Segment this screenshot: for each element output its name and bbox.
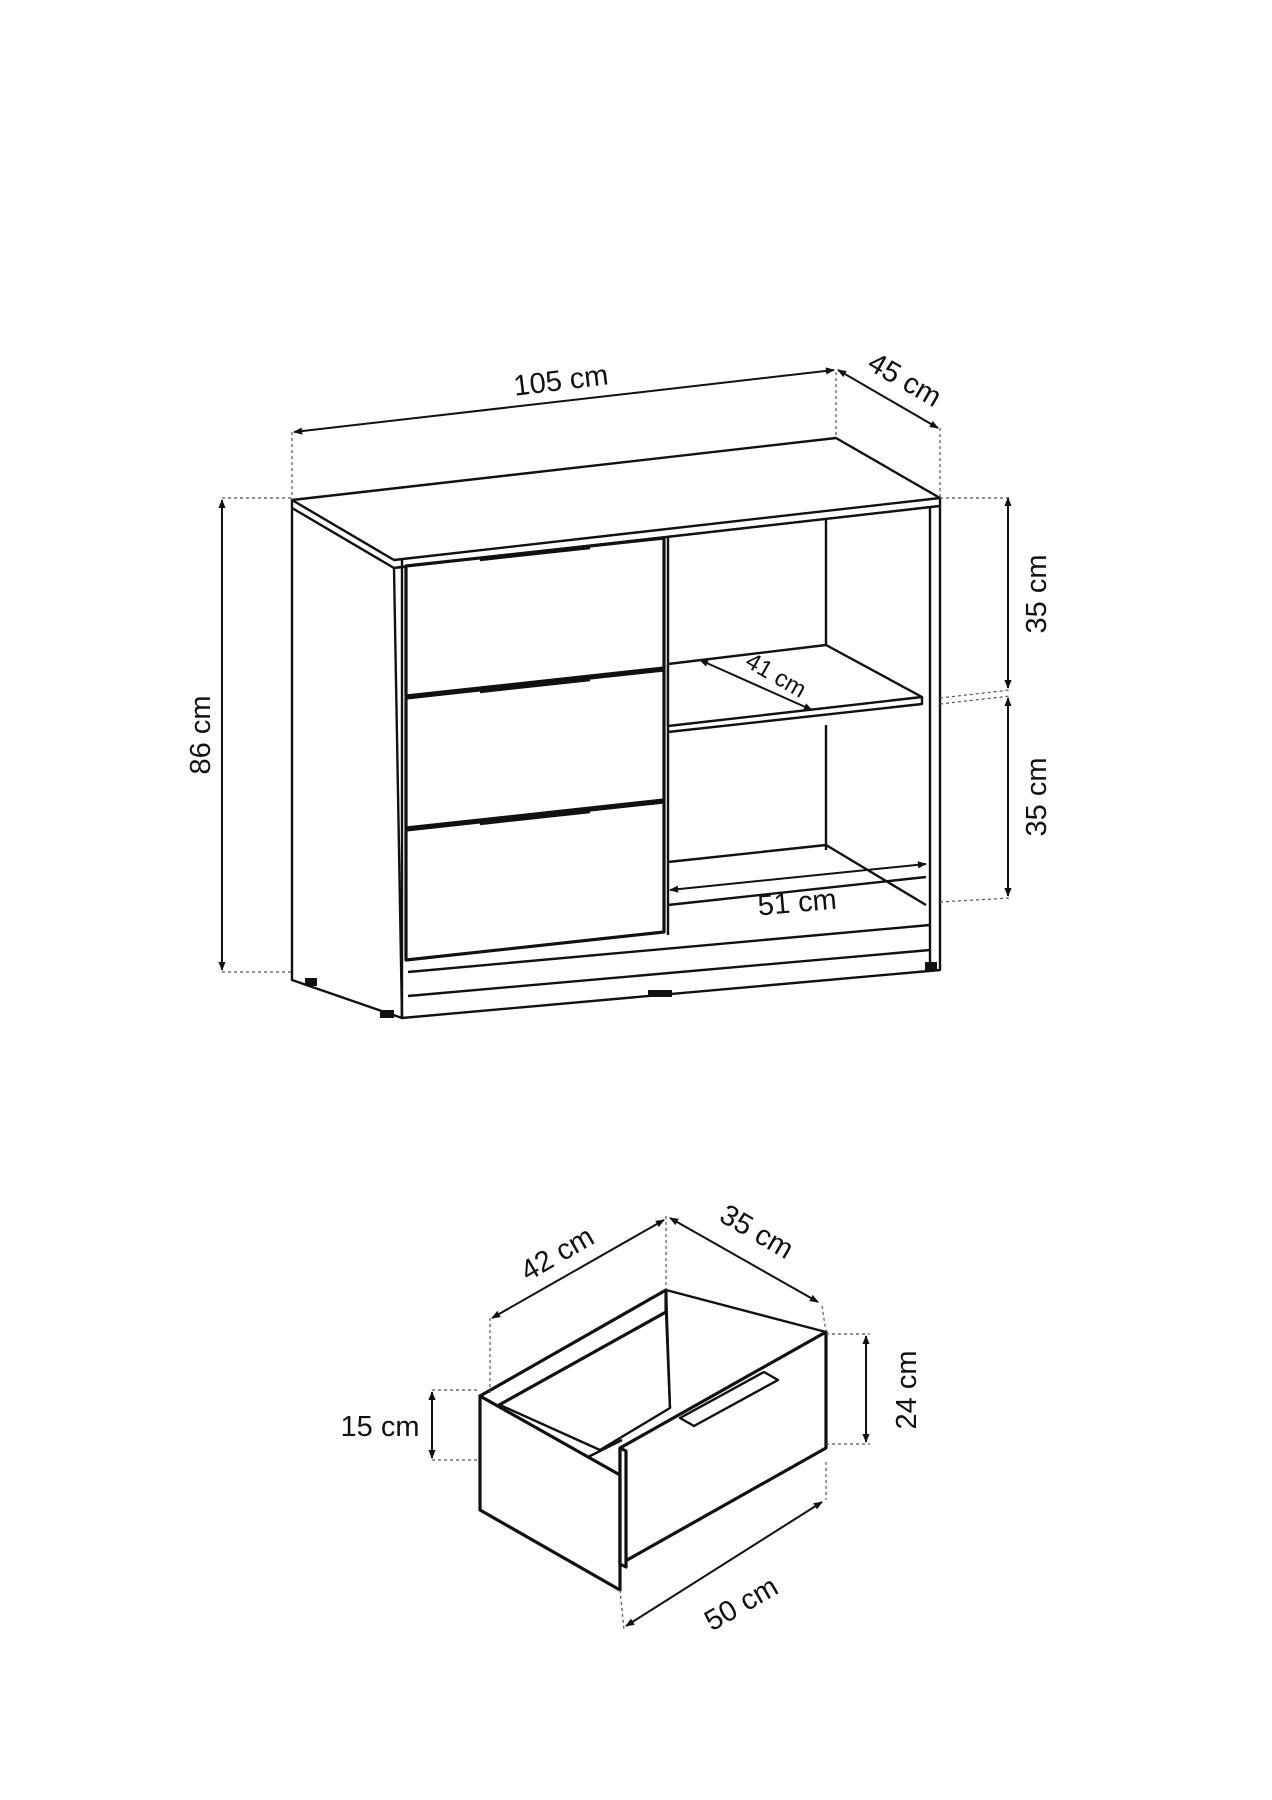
dresser-illustration bbox=[290, 436, 942, 1020]
drawer-depth-dimension bbox=[491, 1219, 665, 1319]
drawer-front-width-dimension bbox=[625, 1501, 823, 1627]
shelf-depth-dimension bbox=[699, 659, 813, 711]
drawer-illustration bbox=[478, 1288, 828, 1592]
dresser-width-label: 105 cm bbox=[512, 359, 610, 402]
drawer-side-label: 35 cm bbox=[714, 1199, 798, 1266]
drawer-side-dimension bbox=[669, 1217, 819, 1303]
dresser-drawer-3 bbox=[404, 800, 666, 962]
drawer-handle bbox=[479, 678, 591, 694]
drawer-handle bbox=[479, 810, 591, 826]
dresser-width-dimension bbox=[293, 367, 835, 435]
drawer-handle bbox=[678, 1370, 780, 1428]
dresser-dimensions bbox=[218, 367, 1012, 973]
drawer-depth-label: 42 cm bbox=[515, 1221, 599, 1288]
drawer-front-width-label: 50 cm bbox=[699, 1571, 783, 1638]
drawer-inner-height-label: 15 cm bbox=[341, 1411, 420, 1443]
dresser-foot bbox=[925, 962, 937, 970]
dresser-depth-label: 45 cm bbox=[862, 347, 946, 414]
lower-compartment-height-label: 35 cm bbox=[1021, 758, 1053, 837]
drawer-handle bbox=[479, 546, 591, 562]
dresser-side-panel bbox=[290, 498, 404, 1020]
dresser-height-label: 86 cm bbox=[185, 696, 217, 775]
dresser-foot bbox=[305, 978, 317, 986]
dresser-drawer-2 bbox=[404, 668, 666, 830]
shelf-width-label: 51 cm bbox=[756, 884, 837, 923]
dresser-foot bbox=[380, 1010, 394, 1018]
drawer-front-height-label: 24 cm bbox=[891, 1351, 923, 1430]
dresser-depth-dimension bbox=[837, 369, 939, 429]
upper-compartment-height-label: 35 cm bbox=[1021, 555, 1053, 634]
shelf-width-dimension bbox=[669, 861, 927, 893]
dresser-drawer-1 bbox=[404, 536, 666, 698]
dresser-foot bbox=[648, 990, 672, 997]
drawer-dimensions bbox=[428, 1216, 870, 1631]
